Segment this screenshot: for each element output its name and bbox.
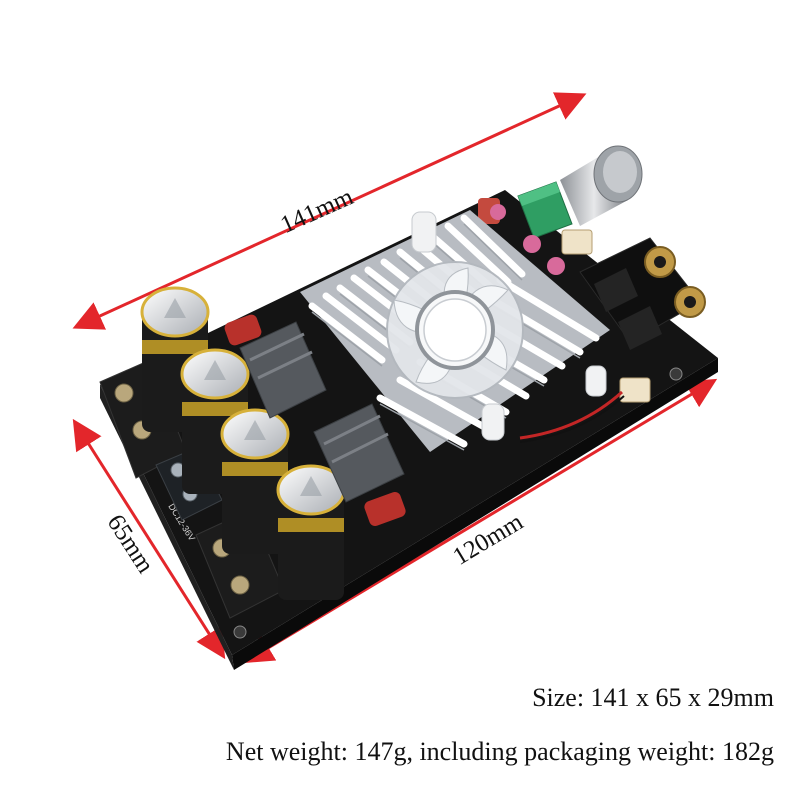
fan-cable (519, 390, 624, 440)
size-caption: Size: 141 x 65 x 29mm (532, 683, 774, 712)
film-capacitor (364, 491, 406, 527)
standoff (585, 365, 607, 397)
small-capacitor (490, 204, 506, 220)
standoff (481, 403, 505, 441)
electrolytic-capacitor (276, 464, 346, 600)
cooling-fan (386, 261, 524, 399)
small-capacitor (547, 257, 565, 275)
fan-connector (619, 377, 651, 403)
input-connector (561, 229, 593, 255)
rca-input-jacks (579, 237, 706, 350)
inductor (239, 321, 327, 419)
mounting-hole (233, 625, 247, 639)
inductor (313, 403, 405, 503)
width-arrow (72, 418, 226, 660)
length-arrow (72, 92, 587, 330)
weight-caption: Net weight: 147g, including packaging we… (225, 737, 774, 766)
mounting-hole (669, 367, 683, 381)
volume-knob (560, 145, 643, 226)
volume-potentiometer (517, 181, 573, 239)
electrolytic-capacitor (220, 408, 290, 554)
standoff (411, 211, 437, 253)
small-capacitor (523, 235, 541, 253)
length-label: 141mm (277, 183, 358, 239)
film-capacitor (224, 314, 262, 346)
